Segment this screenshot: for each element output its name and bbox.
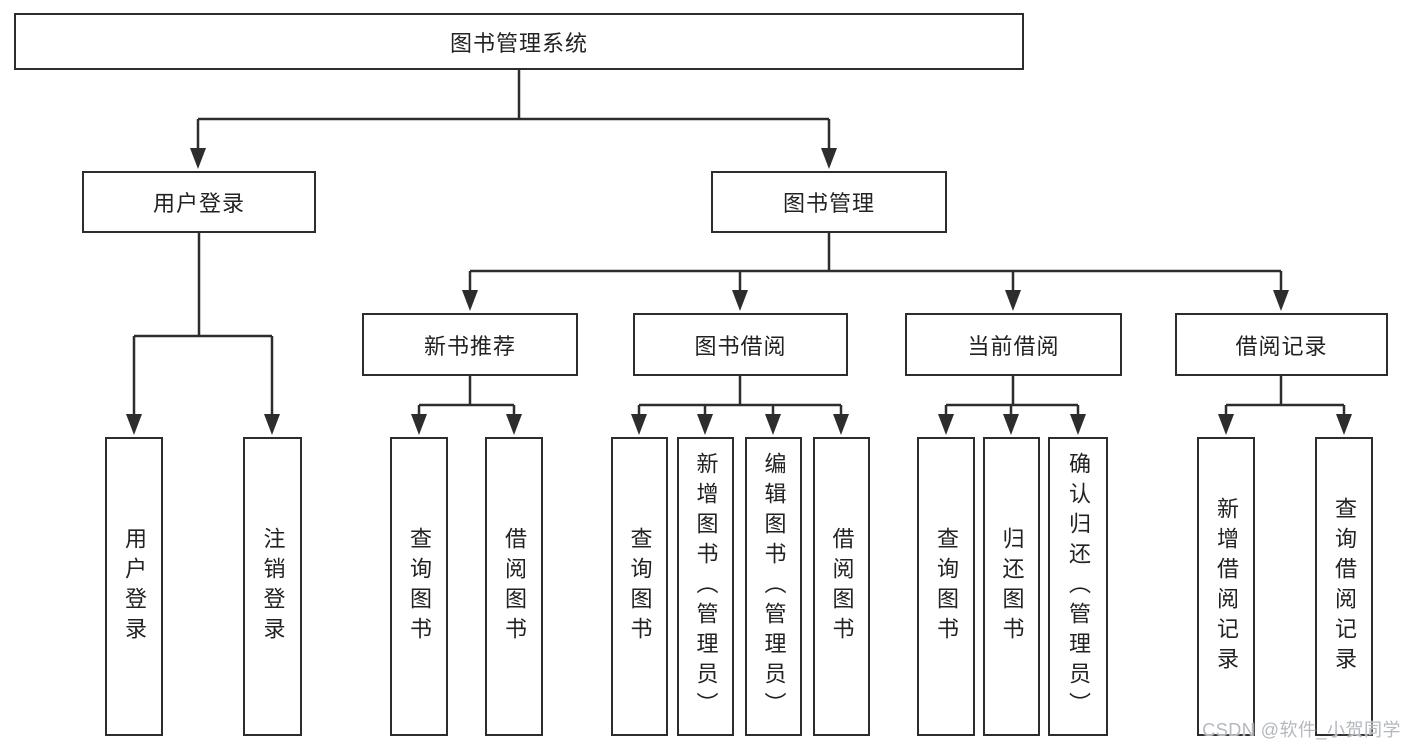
leaf-query-borrow-record-label: 查询借阅记录 [1332,496,1357,677]
node-current-borrowing: 当前借阅 [905,313,1122,376]
leaf-edit-book-admin: 编辑图书（管理员） [745,437,802,736]
leaf-return-books: 归还图书 [983,437,1040,736]
node-new-book-recommend-label: 新书推荐 [423,333,516,359]
leaf-query-books-current: 查询图书 [917,437,975,736]
node-book-management-label: 图书管理 [782,191,875,216]
leaf-edit-book-admin-label: 编辑图书（管理员） [761,451,787,722]
leaf-query-books-borrowing-label: 查询图书 [627,526,653,647]
leaf-logout-login-label: 注销登录 [260,526,286,647]
node-book-borrowing-label: 图书借阅 [694,333,787,359]
leaf-borrow-books-borrowing: 借阅图书 [813,437,870,736]
node-root: 图书管理系统 [14,13,1024,70]
leaf-return-books-label: 归还图书 [999,526,1025,647]
csdn-watermark: CSDN @软件_小贺同学 [1202,720,1401,740]
leaf-logout-login: 注销登录 [243,437,302,736]
node-current-borrowing-label: 当前借阅 [967,333,1060,359]
leaf-add-borrow-record-label: 新增借阅记录 [1214,496,1239,677]
leaf-query-books-current-label: 查询图书 [934,526,959,647]
leaf-query-books-recommend-label: 查询图书 [407,526,432,647]
node-book-borrowing: 图书借阅 [633,313,848,376]
leaf-user-login-label: 用户登录 [122,526,147,647]
leaf-borrow-books-recommend-label: 借阅图书 [502,526,527,647]
node-borrowing-records: 借阅记录 [1175,313,1388,376]
node-book-management: 图书管理 [711,171,947,233]
leaf-confirm-return-admin-label: 确认归还（管理员） [1066,451,1091,722]
leaf-query-books-recommend: 查询图书 [390,437,448,736]
leaf-borrow-books-borrowing-label: 借阅图书 [829,526,855,647]
leaf-borrow-books-recommend: 借阅图书 [485,437,543,736]
leaf-confirm-return-admin: 确认归还（管理员） [1048,437,1108,736]
leaf-query-books-borrowing: 查询图书 [611,437,668,736]
node-new-book-recommend: 新书推荐 [362,313,578,376]
node-root-label: 图书管理系统 [449,30,588,56]
leaf-add-book-admin-label: 新增图书（管理员） [693,451,719,722]
leaf-add-borrow-record: 新增借阅记录 [1197,437,1255,736]
node-user-login: 用户登录 [82,171,316,233]
leaf-user-login: 用户登录 [105,437,163,736]
leaf-query-borrow-record: 查询借阅记录 [1315,437,1373,736]
node-borrowing-records-label: 借阅记录 [1235,333,1328,359]
node-user-login-label: 用户登录 [152,191,245,216]
leaf-add-book-admin: 新增图书（管理员） [677,437,734,736]
